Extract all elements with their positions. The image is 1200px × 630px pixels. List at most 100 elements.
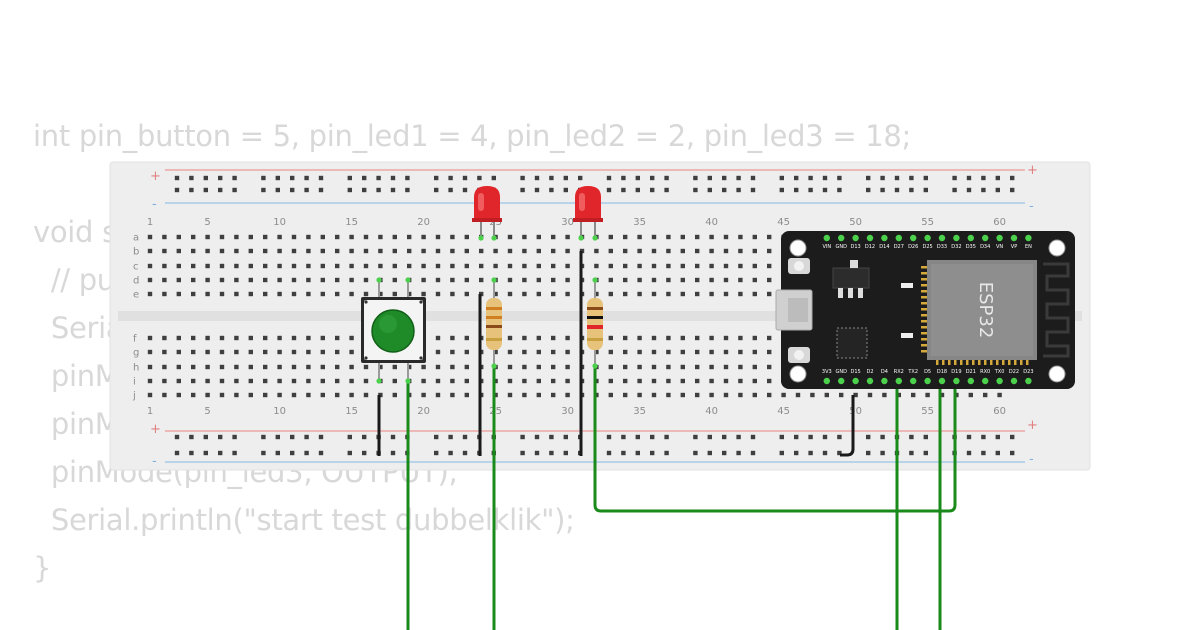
esp32-pin[interactable] — [823, 377, 830, 385]
esp32-pin[interactable] — [938, 377, 946, 385]
breadboard-hole — [709, 364, 714, 370]
breadboard-hole — [349, 277, 354, 283]
breadboard-hole — [219, 234, 225, 240]
breadboard-hole — [507, 378, 513, 384]
breadboard-hole — [637, 248, 642, 254]
esp32-pin[interactable] — [895, 234, 902, 242]
esp32-pin[interactable] — [967, 234, 974, 242]
esp32-pin[interactable] — [881, 377, 888, 385]
esp32-pin[interactable] — [953, 234, 960, 242]
esp32-pin[interactable] — [982, 234, 989, 242]
breadboard-hole — [277, 291, 282, 297]
esp32-pin-label: D21 — [966, 369, 976, 375]
esp32-pin[interactable] — [866, 377, 874, 385]
module-pad — [990, 360, 993, 365]
rail-hole — [650, 175, 655, 181]
breadboard-hole — [291, 364, 297, 370]
rail-hole — [794, 434, 799, 440]
breadboard-hole — [450, 263, 455, 269]
rail-plus-br: + — [1027, 418, 1038, 433]
breadboard-hole — [752, 277, 757, 283]
esp32-pin[interactable] — [910, 234, 917, 242]
rail-hole — [837, 187, 842, 193]
module-pad — [921, 344, 927, 347]
row-letter: h — [133, 363, 139, 374]
breadboard-hole — [392, 277, 397, 283]
led-1[interactable] — [472, 186, 502, 241]
esp32-pin[interactable] — [996, 234, 1003, 242]
esp32-pin-label: D32 — [951, 244, 961, 250]
breadboard-hole — [695, 277, 700, 283]
esp32-pin[interactable] — [895, 377, 902, 385]
breadboard-hole — [349, 378, 354, 384]
rail-hole — [318, 434, 324, 440]
rail-hole — [318, 175, 324, 181]
breadboard-hole — [191, 349, 196, 355]
esp32-pin[interactable] — [1010, 377, 1018, 385]
esp32-pin[interactable] — [938, 234, 946, 242]
rail-hole — [534, 187, 540, 193]
resistor-1[interactable] — [486, 277, 502, 369]
esp32-pin-label: D12 — [865, 244, 875, 250]
rail-hole — [722, 175, 727, 181]
breadboard-hole — [320, 277, 325, 283]
breadboard-hole — [335, 263, 340, 269]
esp32-pin[interactable] — [1010, 234, 1018, 242]
esp32-pin[interactable] — [910, 377, 917, 385]
esp32-pin[interactable] — [982, 377, 989, 385]
esp32-pin[interactable] — [967, 377, 974, 385]
rail-hole — [347, 434, 352, 440]
rail-hole — [621, 450, 626, 456]
esp32-pin[interactable] — [838, 234, 845, 242]
rail-hole — [880, 434, 885, 440]
esp32-pin[interactable] — [1025, 377, 1032, 385]
breadboard-hole — [637, 392, 642, 398]
rail-hole — [966, 434, 972, 440]
breadboard-hole — [723, 277, 729, 283]
breadboard-hole — [623, 392, 628, 398]
esp32-pin[interactable] — [924, 377, 931, 385]
esp32-pin[interactable] — [953, 377, 960, 385]
breadboard-hole — [291, 335, 297, 341]
rail-hole — [794, 175, 799, 181]
esp32-pin[interactable] — [852, 234, 859, 242]
breadboard-hole — [723, 392, 729, 398]
esp32-pin[interactable] — [924, 234, 931, 242]
breadboard-hole — [263, 277, 268, 283]
column-number: 5 — [204, 406, 210, 417]
breadboard-hole — [767, 277, 772, 283]
breadboard-hole — [464, 248, 469, 254]
esp32-pin-label: RX0 — [980, 369, 990, 375]
led-2[interactable] — [573, 186, 603, 241]
esp32-pin[interactable] — [1025, 234, 1032, 242]
pushbutton[interactable] — [361, 277, 426, 384]
esp32-pin[interactable] — [996, 377, 1003, 385]
esp32-pin[interactable] — [823, 234, 830, 242]
rail-hole — [304, 434, 309, 440]
module-pad — [984, 360, 987, 365]
esp32-pin[interactable] — [852, 377, 859, 385]
esp32-pin[interactable] — [866, 234, 874, 242]
breadboard-hole — [277, 263, 282, 269]
module-pad — [921, 320, 927, 323]
breadboard-hole — [723, 234, 729, 240]
breadboard-hole — [162, 234, 167, 240]
esp32-pin[interactable] — [838, 377, 845, 385]
breadboard-hole — [738, 378, 743, 384]
rail-hole — [362, 434, 367, 440]
breadboard-hole — [536, 335, 541, 341]
breadboard-hole — [839, 392, 844, 398]
rail-hole — [779, 187, 784, 193]
row-letter: i — [133, 377, 136, 388]
resistor-2[interactable] — [587, 277, 603, 369]
breadboard-hole — [925, 392, 930, 398]
rail-hole — [866, 175, 871, 181]
breadboard-hole — [407, 248, 412, 254]
breadboard-hole — [435, 378, 441, 384]
rail-hole — [448, 434, 453, 440]
breadboard-hole — [752, 234, 757, 240]
pushbutton-cap[interactable] — [371, 309, 415, 353]
esp32-pin[interactable] — [881, 234, 888, 242]
rail-hole — [189, 450, 194, 456]
